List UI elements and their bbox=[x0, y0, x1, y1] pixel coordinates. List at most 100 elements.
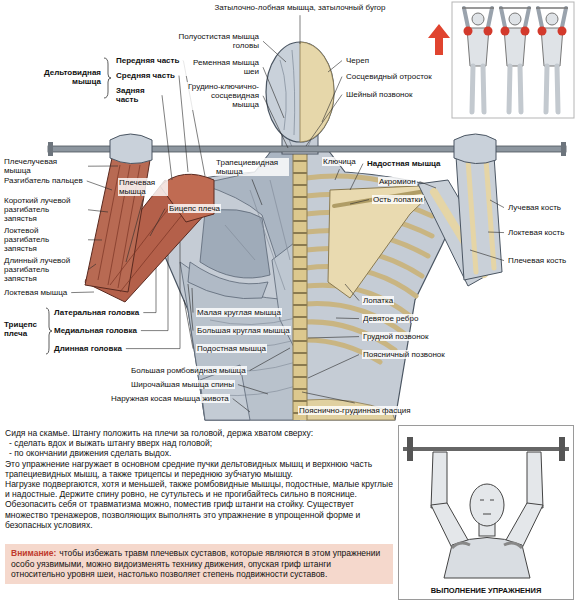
ulna-bone bbox=[486, 160, 494, 268]
part-label: Ременная мышца шеи bbox=[183, 58, 260, 76]
part-label: Надостная мышца bbox=[366, 159, 442, 168]
infraspinatus-muscle bbox=[200, 210, 270, 278]
part-label: Большая круглая мышца bbox=[196, 326, 291, 335]
mini-figure bbox=[462, 8, 494, 112]
leader-line bbox=[336, 318, 359, 320]
leader-line bbox=[238, 385, 268, 394]
leader-line bbox=[87, 181, 112, 190]
part-label: Плечевая кость bbox=[507, 256, 567, 265]
part-label: Подостная мышца bbox=[196, 344, 267, 353]
leader-line bbox=[328, 61, 342, 72]
inset-torso bbox=[444, 538, 530, 579]
leader-line bbox=[263, 67, 284, 118]
description-text: Нагрузке подвергаются, хотя и меньшей, т… bbox=[5, 479, 393, 530]
description-text: - по окончании движения сделать выдох. bbox=[5, 448, 393, 458]
inset-ground bbox=[399, 426, 573, 599]
inset-forearm bbox=[527, 452, 543, 508]
leader-line bbox=[252, 179, 262, 205]
box-text: ВЫПОЛНЕНИЕ УПРАЖНЕНИЯ bbox=[431, 587, 542, 595]
head bbox=[266, 42, 334, 142]
part-label: Сосцевидный отросток bbox=[345, 72, 433, 81]
leader-line bbox=[141, 255, 168, 331]
leader-line bbox=[345, 284, 359, 301]
part-label: Ость лопатки bbox=[372, 195, 424, 204]
part-label: Средняя часть bbox=[115, 71, 176, 80]
part-label: Пояснично-грудинная фасция bbox=[298, 406, 412, 415]
part-label: Локтевая мышца bbox=[3, 288, 68, 297]
leader-line bbox=[88, 210, 108, 212]
part-label: Акромион bbox=[378, 177, 417, 186]
leader-line bbox=[71, 292, 94, 294]
inset-frame bbox=[452, 2, 574, 118]
part-label: Широчайшая мышца спины bbox=[130, 380, 235, 389]
bracket bbox=[46, 308, 52, 354]
part-label: Грудино-ключично-сосцевидная мышца bbox=[183, 82, 260, 110]
part-label: Длинный лучевой разгибатель запястья bbox=[3, 256, 85, 284]
skull-bone bbox=[300, 42, 334, 142]
exercise-inset: ВЫПОЛНЕНИЕ УПРАЖНЕНИЯ bbox=[398, 425, 574, 600]
part-label: Плечевая мышца bbox=[118, 178, 168, 196]
part-label: Плечелучевая мышца bbox=[3, 157, 85, 175]
inset-forearm bbox=[431, 452, 447, 508]
scapula-bone bbox=[328, 185, 440, 298]
part-label: Шейный позвонок bbox=[345, 90, 413, 99]
part-label: Задняя часть bbox=[115, 86, 159, 104]
head-muscle bbox=[280, 50, 295, 135]
bracket bbox=[104, 58, 111, 98]
leader-line bbox=[162, 95, 172, 180]
teres-muscle bbox=[188, 262, 268, 299]
description-text: Это упражнение нагружает в основном сред… bbox=[5, 459, 393, 479]
part-label: Латеральная головка bbox=[53, 308, 140, 317]
part-label: Длинная головка bbox=[53, 344, 123, 353]
hand bbox=[454, 134, 496, 164]
leader-line bbox=[490, 200, 504, 208]
leader-line bbox=[88, 166, 118, 167]
inset-plate bbox=[407, 437, 413, 461]
leader-line bbox=[192, 288, 193, 313]
deltoid-muscle bbox=[160, 174, 214, 222]
leader-line bbox=[488, 232, 504, 234]
part-label: Бицепс плеча bbox=[168, 204, 221, 213]
part-label: Короткий лучевой разгибатель запястья bbox=[3, 196, 85, 224]
leader-line bbox=[308, 337, 359, 338]
leader-line bbox=[150, 209, 165, 236]
leader-line bbox=[263, 96, 288, 148]
leader-line bbox=[350, 200, 369, 204]
leader-line bbox=[188, 284, 193, 331]
direction-arrow bbox=[428, 24, 450, 55]
part-label: Поясничный позвонок bbox=[362, 350, 446, 359]
part-label: Ключица bbox=[322, 157, 357, 166]
part-label: Лучевая кость bbox=[507, 203, 562, 212]
leader-line bbox=[263, 41, 286, 62]
part-label: Череп bbox=[345, 56, 370, 65]
leader-line bbox=[88, 239, 102, 240]
description-text: Сидя на скамье. Штангу положить на плечи… bbox=[5, 428, 393, 438]
warning-heading: Внимание: bbox=[11, 548, 56, 558]
hand bbox=[110, 134, 152, 164]
leader-line bbox=[470, 250, 504, 261]
part-label: Полуостистая мышца головы bbox=[173, 32, 260, 50]
leader-line bbox=[126, 199, 143, 262]
spacer bbox=[106, 104, 109, 105]
leader-line bbox=[420, 182, 436, 188]
mini-figure bbox=[499, 8, 531, 112]
vertebrae bbox=[294, 150, 307, 420]
inset-barbell bbox=[403, 447, 569, 451]
leader-line bbox=[306, 95, 342, 146]
inset-deltoid bbox=[452, 543, 522, 548]
leader-line bbox=[143, 268, 156, 313]
mini-figure bbox=[536, 8, 568, 112]
barbell-collar bbox=[561, 142, 566, 156]
part-label: Разгибатель пальцев bbox=[3, 176, 84, 185]
part-label: Лопатка bbox=[362, 296, 394, 305]
description-text: - сделать вдох и выжать штангу вверх над… bbox=[5, 438, 393, 448]
part-label: Трицепс плеча bbox=[3, 320, 45, 338]
part-label: Большая ромбовидная мышца bbox=[130, 366, 247, 375]
part-label: Локтевой разгибатель запястья bbox=[3, 226, 85, 254]
spine-outline bbox=[293, 150, 308, 420]
box-text: чтобы избежать травм плечевых суставов, … bbox=[11, 548, 380, 579]
part-label: Медиальная головка bbox=[53, 326, 138, 335]
warning-box: Внимание:чтобы избежать травм плечевых с… bbox=[5, 544, 393, 584]
description: Сидя на скамье. Штангу положить на плечи… bbox=[5, 428, 393, 530]
